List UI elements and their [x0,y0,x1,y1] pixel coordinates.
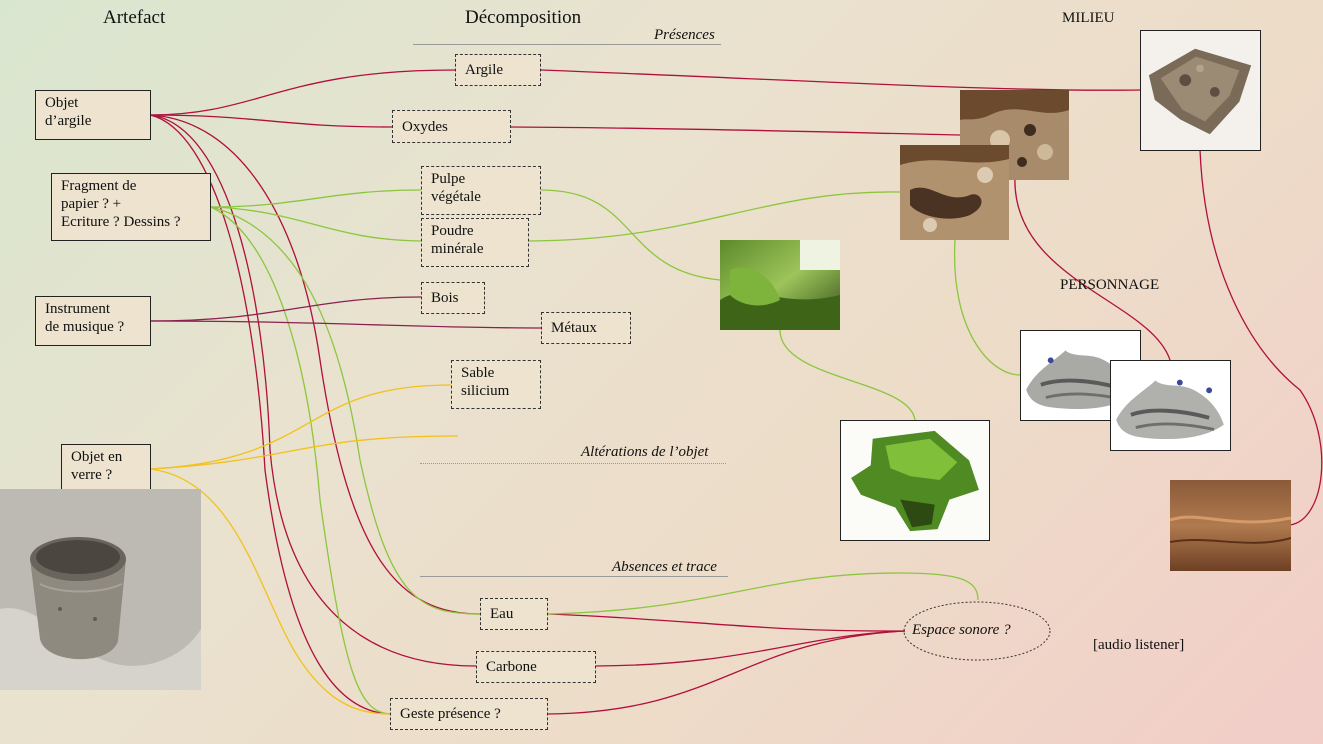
artefact-objet-argile[interactable]: Objet d’argile [35,90,151,140]
artefact-objet-verre[interactable]: Objet en verre ? [61,444,151,494]
component-geste-presence[interactable]: Geste présence ? [390,698,548,730]
link-argile-to-oxydes [149,114,393,128]
link-milieu-to-water [1199,149,1323,526]
link-geste-to-espace [547,630,906,715]
link-pulpe-to-moss [540,189,721,281]
component-metaux[interactable]: Métaux [541,312,631,344]
section-presences: Présences [654,27,715,43]
sable-line1: Sable [461,365,495,381]
link-verre-to-geste [149,468,391,715]
glass-links [149,384,459,715]
moss-clump-image [840,420,990,541]
artefact-papier-line3: Ecriture ? Dessins ? [61,214,181,230]
component-argile[interactable]: Argile [455,54,541,86]
section-absences: Absences et trace [612,559,717,575]
artefact-argile-line1: Objet [45,95,79,111]
water-texture-image [1170,480,1291,571]
clay-links [149,69,1323,715]
ceramic-cup-photo [0,489,201,690]
poudre-line1: Poudre [431,223,474,239]
link-eau-to-espace-green [547,572,979,615]
artefact-fragment-papier[interactable]: Fragment de papier ? + Ecriture ? Dessin… [51,173,211,241]
alterations-divider [420,463,726,465]
sable-line2: silicium [461,383,510,399]
link-instrument-to-bois [149,296,422,322]
header-personnage: PERSONNAGE [1060,277,1160,293]
link-argile-to-geste [149,114,391,715]
link-papier-to-eau [210,206,481,615]
link-argile-to-carbone [149,114,477,667]
clay-rock-image [1140,30,1261,151]
link-verre-to-alteration [149,435,459,470]
link-texture-to-lichen [1014,174,1171,361]
link-instrument-to-metaux [149,320,542,329]
component-oxydes[interactable]: Oxydes [392,110,511,143]
moss-forest-image [720,240,840,330]
link-argile-to-argile [149,69,456,116]
link-carbone-to-espace [595,630,906,667]
plant-links [210,189,1021,715]
absences-divider [420,576,728,577]
link-eau-to-espace [547,613,906,632]
link-papier-to-pulpe [210,189,422,208]
component-eau[interactable]: Eau [480,598,548,630]
espace-sonore-label[interactable]: Espace sonore ? [912,622,1011,638]
link-argile-to-eau [149,114,481,615]
pulpe-line1: Pulpe [431,171,466,187]
artefact-instrument-musique[interactable]: Instrument de musique ? [35,296,151,346]
component-poudre-minerale[interactable]: Poudre minérale [421,218,529,267]
presences-divider [413,44,721,45]
header-artefact: Artefact [103,7,166,28]
link-poudre-to-texture [528,191,901,242]
component-carbone[interactable]: Carbone [476,651,596,683]
espace-sonore-ellipse [903,601,1051,661]
artefact-papier-line2: papier ? + [61,196,122,212]
link-argile-component-to-milieu [540,69,1141,91]
pulpe-line2: végétale [431,189,481,205]
header-decomposition: Décomposition [465,7,582,28]
poudre-line2: minérale [431,241,484,257]
section-alterations: Altérations de l’objet [581,444,709,460]
artefact-verre-line2: verre ? [71,467,113,483]
artefact-instrument-line2: de musique ? [45,319,125,335]
link-texture-to-lichen-green [953,239,1021,376]
component-bois[interactable]: Bois [421,282,485,314]
component-sable-silicium[interactable]: Sable silicium [451,360,541,409]
component-pulpe-vegetale[interactable]: Pulpe végétale [421,166,541,215]
header-milieu: MILIEU [1062,10,1115,26]
artefact-argile-line2: d’argile [45,113,92,129]
music-links [149,296,542,329]
artefact-instrument-line1: Instrument [45,301,110,317]
lichen-image-2 [1110,360,1231,451]
link-verre-to-sable [149,384,452,470]
artefact-papier-line1: Fragment de [61,178,137,194]
link-moss-to-clump [779,329,916,421]
link-oxydes-to-texture [510,126,961,136]
artefact-verre-line1: Objet en [71,449,123,465]
link-papier-to-poudre [210,206,422,242]
link-papier-to-geste [210,206,391,715]
audio-listener-label[interactable]: [audio listener] [1093,637,1185,653]
rusty-texture-image-2 [900,145,1009,240]
